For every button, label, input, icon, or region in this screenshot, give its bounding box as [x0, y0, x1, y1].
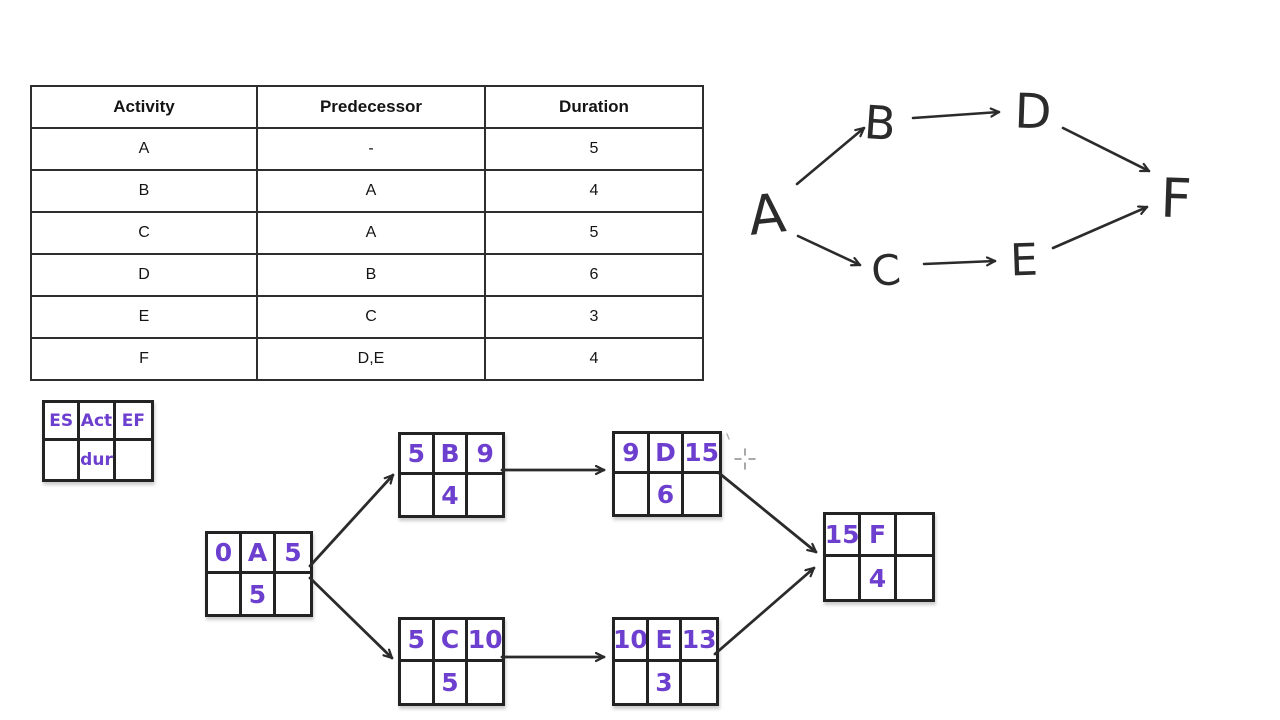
es-cell: 15	[826, 515, 862, 557]
table-cell: D,E	[256, 337, 486, 381]
sketch-arrow-c-e	[922, 261, 997, 264]
table-cell: 4	[484, 337, 704, 381]
sketch-arrow-d-f	[1061, 126, 1151, 173]
sketch-arrow-a-c	[796, 234, 862, 265]
sketch-arrow-b-d	[911, 112, 1001, 120]
table-row: B A 4	[30, 169, 704, 213]
aon-arrow-e-f	[713, 566, 816, 656]
table-cell: -	[256, 127, 486, 171]
sketch-node-b: B	[862, 94, 898, 152]
table-header-predecessor: Predecessor	[256, 85, 486, 129]
aon-box-a: 0 A 5 5	[205, 531, 313, 617]
activity-cell: D	[649, 434, 685, 474]
empty-cell	[468, 662, 502, 704]
sketch-node-d: D	[1013, 83, 1053, 141]
legend-empty-cell	[116, 441, 151, 479]
empty-cell	[826, 557, 862, 599]
table-cell: A	[256, 211, 486, 255]
table-cell: 5	[484, 211, 704, 255]
ef-cell: 15	[684, 434, 719, 474]
table-header-row: Activity Predecessor Duration	[30, 85, 704, 129]
table-row: A - 5	[30, 127, 704, 171]
table-cell: F	[30, 337, 258, 381]
activity-cell: E	[648, 620, 683, 662]
legend-box: ES Act EF dur	[42, 400, 154, 482]
table-row: C A 5	[30, 211, 704, 255]
table-header-activity: Activity	[30, 85, 258, 129]
activity-cell: B	[434, 435, 469, 475]
aon-box-b: 5 B 9 4	[398, 432, 505, 518]
activity-cell: F	[861, 515, 897, 557]
empty-cell	[615, 474, 650, 514]
sketch-arrow-a-b	[795, 126, 866, 186]
empty-cell	[615, 661, 649, 703]
dur-cell: 4	[861, 557, 897, 599]
aon-box-f: 15 F 4	[823, 512, 935, 602]
empty-cell	[684, 474, 719, 514]
sketch-node-a: A	[745, 181, 789, 248]
dur-cell: 6	[650, 474, 685, 514]
table-cell: A	[30, 127, 258, 171]
sketch-node-e: E	[1009, 234, 1039, 287]
empty-cell	[682, 662, 716, 704]
table-row: D B 6	[30, 253, 704, 297]
legend-es-cell: ES	[45, 403, 81, 441]
sketch-arrow-e-f	[1051, 207, 1149, 250]
table-cell: 6	[484, 253, 704, 297]
empty-cell	[468, 475, 502, 515]
aon-arrow-d-f	[717, 471, 818, 554]
ef-cell	[896, 515, 932, 557]
legend-act-cell: Act	[80, 403, 116, 441]
table-cell: D	[30, 253, 258, 297]
table-cell: 3	[484, 295, 704, 339]
aon-arrow-a-b	[308, 473, 395, 568]
table-row: E C 3	[30, 295, 704, 339]
empty-cell	[401, 475, 435, 515]
ef-cell: 13	[682, 620, 716, 662]
ef-cell: 9	[468, 435, 502, 475]
table-row: F D,E 4	[30, 337, 704, 381]
aon-box-c: 5 C 10 5	[398, 617, 505, 706]
crosshair-cursor	[734, 448, 756, 470]
dur-cell: 3	[649, 661, 683, 703]
activity-cell: A	[242, 534, 276, 574]
table-cell: B	[30, 169, 258, 213]
empty-cell	[208, 574, 242, 614]
empty-cell	[401, 661, 435, 703]
es-cell: 5	[401, 620, 435, 662]
aon-arrow-a-c	[308, 576, 394, 660]
table-header-duration: Duration	[484, 85, 704, 129]
table-cell: A	[256, 169, 486, 213]
table-cell: 4	[484, 169, 704, 213]
dur-cell: 5	[242, 574, 276, 614]
legend-empty-cell	[45, 441, 81, 479]
es-cell: 9	[615, 434, 650, 474]
ef-cell: 5	[276, 534, 310, 574]
es-cell: 5	[401, 435, 435, 475]
table-cell: 5	[484, 127, 704, 171]
legend-ef-cell: EF	[115, 403, 151, 441]
legend-dur-cell: dur	[80, 441, 116, 479]
sketch-node-c: C	[869, 244, 903, 297]
activity-table: Activity Predecessor Duration A - 5 B A …	[30, 85, 704, 381]
stray-pen-mark	[726, 433, 730, 440]
empty-cell	[897, 557, 932, 599]
aon-box-d: 9 D 15 6	[612, 431, 722, 517]
empty-cell	[276, 574, 310, 614]
aon-box-e: 10 E 13 3	[612, 617, 719, 706]
dur-cell: 5	[435, 661, 469, 703]
activity-cell: C	[434, 620, 469, 662]
dur-cell: 4	[435, 475, 469, 515]
ef-cell: 10	[468, 620, 502, 662]
table-cell: C	[30, 211, 258, 255]
es-cell: 0	[208, 534, 242, 574]
table-cell: B	[256, 253, 486, 297]
table-cell: C	[256, 295, 486, 339]
table-cell: E	[30, 295, 258, 339]
sketch-node-f: F	[1159, 166, 1193, 231]
es-cell: 10	[615, 620, 649, 662]
